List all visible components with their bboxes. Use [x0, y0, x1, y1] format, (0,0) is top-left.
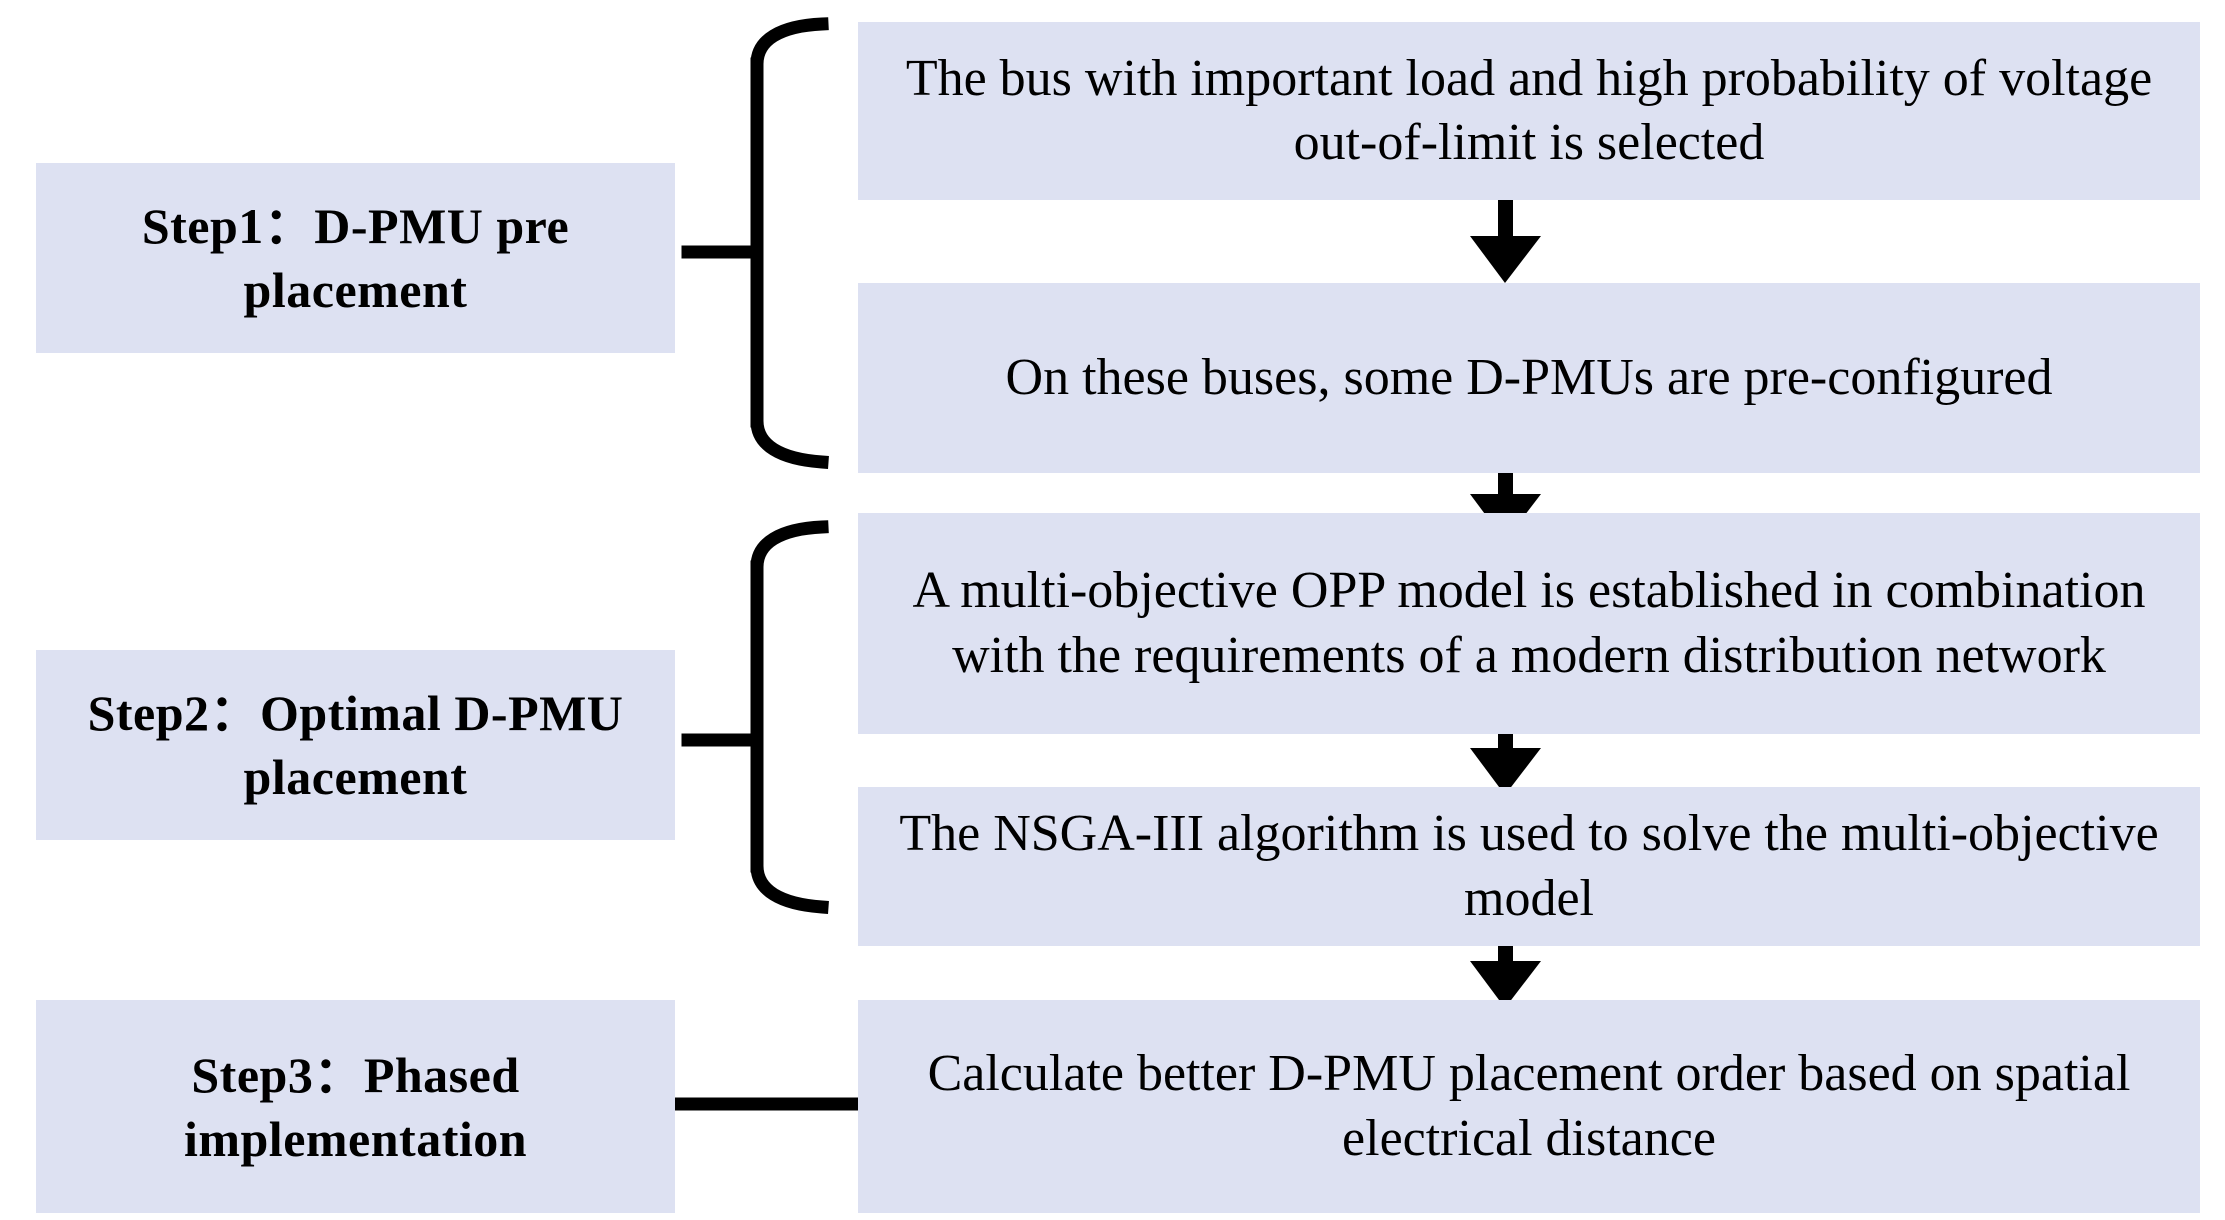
- process-node-2: On these buses, some D-PMUs are pre-conf…: [858, 283, 2200, 473]
- brace-step1: [681, 17, 829, 469]
- process-node-3: A multi-objective OPP model is establish…: [858, 513, 2200, 734]
- arrow-3-4: [1470, 734, 1541, 795]
- process-node-1: The bus with important load and high pro…: [858, 22, 2200, 200]
- brace-step2: [681, 520, 829, 914]
- arrow-1-2: [1470, 200, 1541, 283]
- process-node-4: The NSGA-III algorithm is used to solve …: [858, 787, 2200, 946]
- step-label-step1: Step1：D-PMU pre placement: [36, 163, 675, 353]
- step-label-step2: Step2：Optimal D-PMU placement: [36, 650, 675, 840]
- step-label-step3: Step3：Phased implementation: [36, 1000, 675, 1213]
- arrow-4-5: [1470, 946, 1541, 1008]
- process-node-5: Calculate better D-PMU placement order b…: [858, 1000, 2200, 1213]
